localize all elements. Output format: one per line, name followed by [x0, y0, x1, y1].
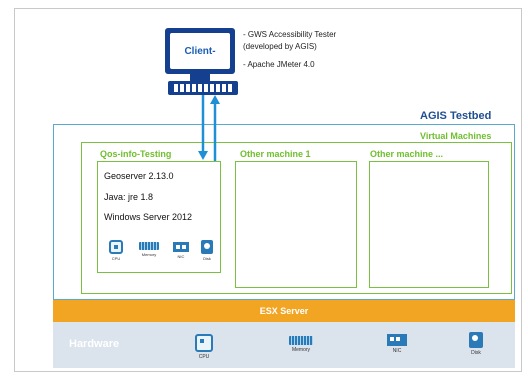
- vm-memory-label: Memory: [141, 252, 157, 257]
- esx-server-bar: ESX Server: [53, 300, 515, 322]
- testbed-title: AGIS Testbed: [420, 110, 492, 122]
- hw-cpu-label: CPU: [198, 354, 210, 360]
- vm-disk-icon: Disk: [201, 240, 213, 261]
- hw-nic-label: NIC: [392, 348, 402, 354]
- arrow-up-icon: [210, 95, 220, 104]
- testbed-container: [53, 124, 515, 300]
- machine-other-dots: [369, 161, 489, 288]
- hw-nic-icon: NIC: [387, 334, 407, 354]
- vm-cpu-label: CPU: [111, 256, 121, 261]
- client-monitor-icon: Client-: [165, 28, 235, 74]
- client-screen-label: Client-: [170, 33, 230, 69]
- spec-geoserver: Geoserver 2.13.0: [104, 171, 174, 181]
- hw-memory-label: Memory: [291, 347, 311, 353]
- hw-cpu-icon: CPU: [195, 334, 213, 360]
- virtual-machines-label: Virtual Machines: [420, 131, 492, 141]
- hw-disk-label: Disk: [471, 350, 481, 356]
- hw-memory-icon: Memory: [289, 336, 313, 353]
- client-note-1: - GWS Accessibility Tester: [243, 30, 337, 39]
- vm-disk-label: Disk: [203, 256, 211, 261]
- machine-title-qos: Qos-info-Testing: [100, 149, 172, 159]
- monitor-stand: [190, 74, 210, 81]
- keyboard-icon: [168, 81, 238, 95]
- arrow-down-icon: [198, 151, 208, 160]
- vm-memory-icon: Memory: [139, 242, 159, 257]
- machine-other-1: [235, 161, 357, 288]
- esx-server-label: ESX Server: [259, 306, 309, 316]
- machine-title-other-1: Other machine 1: [240, 149, 311, 159]
- spec-windows: Windows Server 2012: [104, 212, 193, 222]
- client-note-2: (developed by AGIS): [243, 42, 317, 51]
- connection-arrows: [198, 95, 220, 161]
- client-note-3: - Apache JMeter 4.0: [243, 60, 315, 69]
- machine-title-other-dots: Other machine ...: [370, 149, 444, 159]
- machine-resource-icons: CPU Memory NIC Disk: [103, 240, 223, 272]
- machine-qos-info-testing: [97, 161, 221, 273]
- vm-nic-icon: NIC: [173, 242, 189, 259]
- hardware-bar: Hardware CPU Memory NIC Disk: [53, 322, 515, 368]
- virtual-machines-container: [81, 142, 512, 294]
- hw-disk-icon: Disk: [469, 332, 483, 356]
- vm-nic-label: NIC: [177, 254, 185, 259]
- hardware-label: Hardware: [69, 338, 120, 350]
- vm-cpu-icon: CPU: [109, 240, 123, 261]
- spec-java: Java: jre 1.8: [104, 192, 154, 202]
